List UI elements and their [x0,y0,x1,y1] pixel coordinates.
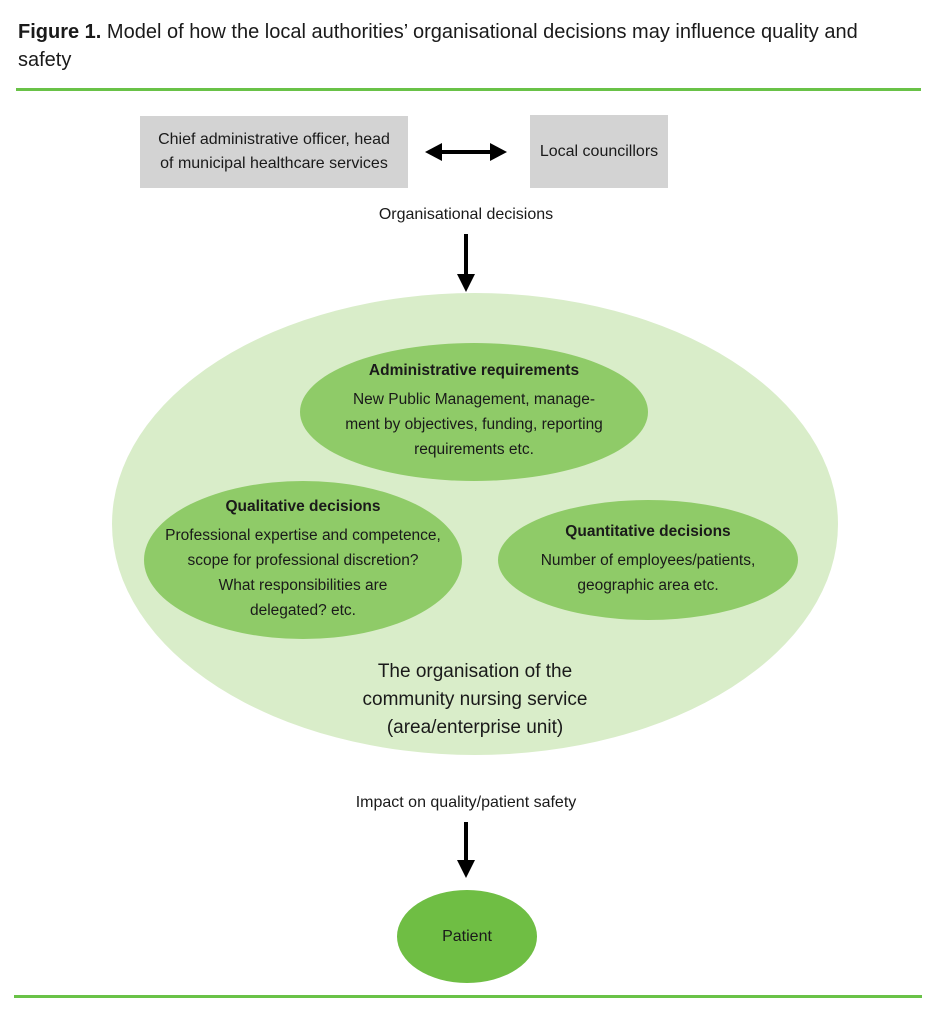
top-divider-line [16,88,921,91]
administrative-requirements-body: New Public Management, manage- ment by o… [345,391,603,458]
bottom-divider-line [14,995,922,998]
qualitative-decisions-ellipse: Qualitative decisions Professional exper… [144,481,462,639]
bidirectional-arrow-icon [425,143,507,161]
patient-ellipse: Patient [397,890,537,983]
chief-admin-officer-label: Chief administrative officer, head of mu… [158,131,390,172]
chief-admin-officer-box: Chief administrative officer, head of mu… [140,116,408,188]
qualitative-decisions-title: Qualitative decisions [225,497,381,515]
administrative-requirements-ellipse: Administrative requirements New Public M… [300,343,648,481]
figure-caption: Figure 1. Model of how the local authori… [18,18,904,75]
down-arrow-icon [457,822,475,878]
figure-caption-text: Model of how the local authorities’ orga… [18,21,858,72]
quantitative-decisions-title: Quantitative decisions [565,522,731,540]
qualitative-decisions-body: Professional expertise and competence, s… [165,526,441,619]
patient-label: Patient [442,927,492,945]
figure-label: Figure 1. [18,21,102,43]
local-councillors-box: Local councillors [530,115,668,188]
quantitative-decisions-ellipse: Quantitative decisions Number of employe… [498,500,798,620]
organisational-decisions-label: Organisational decisions [378,206,554,223]
organisation-ellipse-label: The organisation of the community nursin… [362,661,588,738]
local-councillors-label: Local councillors [539,142,659,160]
quantitative-decisions-body: Number of employees/patients, geographic… [540,551,756,594]
impact-label: Impact on quality/patient safety [355,794,577,811]
down-arrow-icon [457,234,475,292]
administrative-requirements-title: Administrative requirements [368,362,580,379]
